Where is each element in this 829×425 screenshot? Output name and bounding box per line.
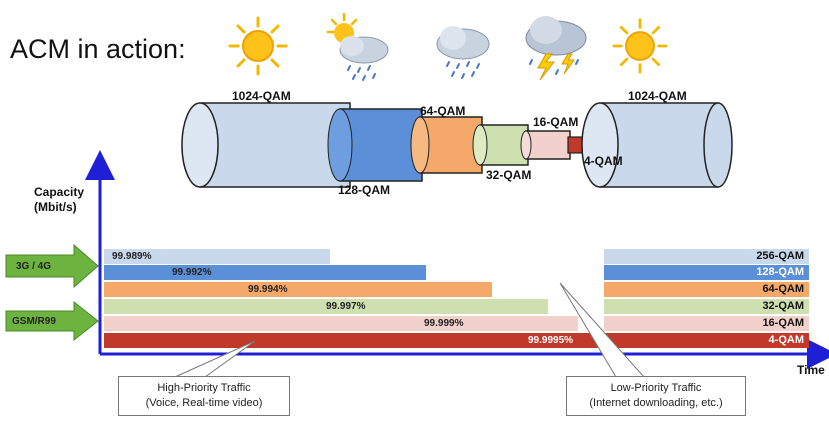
callout-low-priority: Low-Priority Traffic (Internet downloadi…	[566, 376, 746, 416]
sun-cloud-rain-icon	[326, 12, 389, 81]
band-256-qam-right	[604, 249, 809, 264]
input-arrow-gsm-r99	[5, 300, 99, 342]
storm-cloud-icon	[525, 16, 587, 81]
band-16-qam-right	[604, 316, 809, 331]
page-title: ACM in action:	[10, 34, 186, 64]
tier-label-128-qam: 128-QAM	[756, 266, 804, 278]
band-32-qam-left	[104, 299, 548, 314]
input-arrow-3g-4g	[5, 243, 99, 289]
tier-label-256-qam: 256-QAM	[756, 250, 804, 262]
cylinder-label-16: 16-QAM	[533, 115, 579, 129]
band-64-qam-left	[104, 282, 492, 297]
tier-label-32-qam: 32-QAM	[762, 300, 804, 312]
callout-high-priority-line1: High-Priority Traffic	[157, 382, 251, 394]
x-axis-label: Time	[797, 363, 825, 377]
tier-label-4-qam: 4-QAM	[768, 334, 804, 346]
input-label-3g-4g: 3G / 4G	[16, 261, 52, 272]
callout-high-priority: High-Priority Traffic (Voice, Real-time …	[118, 376, 290, 416]
input-label-gsm-r99: GSM/R99	[12, 316, 56, 327]
callout-low-priority-line1: Low-Priority Traffic	[610, 382, 702, 394]
callout-high-priority-line2: (Voice, Real-time video)	[145, 397, 263, 409]
cylinder-16-qam	[520, 130, 571, 160]
cloud-rain-icon	[436, 26, 490, 79]
availability-64-qam: 99.994%	[248, 284, 288, 295]
cylinder-label-64: 64-QAM	[420, 104, 466, 118]
cylinder-1024-qam-left	[181, 102, 351, 188]
tier-label-16-qam: 16-QAM	[762, 317, 804, 329]
availability-4-qam: 99.9995%	[528, 335, 574, 346]
availability-256-qam: 99.989%	[112, 251, 152, 262]
cylinder-1024-qam-right	[581, 102, 733, 188]
band-128-qam-left	[104, 265, 426, 280]
availability-128-qam: 99.992%	[172, 267, 212, 278]
band-128-qam-right	[604, 265, 809, 280]
sun-icon	[612, 18, 668, 74]
cylinder-label-32: 32-QAM	[486, 168, 532, 182]
y-axis-label-line2: (Mbit/s)	[34, 200, 77, 214]
cylinder-label-1024-left: 1024-QAM	[232, 89, 291, 103]
callout-low-priority-line2: (Internet downloading, etc.)	[589, 397, 723, 409]
cylinder-label-128: 128-QAM	[338, 183, 391, 197]
cylinder-pipeline	[181, 102, 733, 188]
sun-icon	[228, 16, 288, 76]
band-4-qam-left	[104, 333, 604, 348]
cylinder-32-qam	[472, 124, 529, 166]
band-32-qam-right	[604, 299, 809, 314]
tier-label-64-qam: 64-QAM	[762, 283, 804, 295]
y-axis-label: Capacity (Mbit/s)	[34, 185, 84, 215]
cylinder-64-qam	[410, 116, 483, 174]
band-256-qam-left	[104, 249, 330, 264]
y-axis-label-line1: Capacity	[34, 185, 85, 199]
availability-16-qam: 99.999%	[424, 318, 464, 329]
band-16-qam-left	[104, 316, 578, 331]
cylinder-label-4: 4-QAM	[584, 154, 623, 168]
band-4-qam-right	[604, 333, 809, 348]
cylinder-label-1024-right: 1024-QAM	[628, 89, 687, 103]
band-64-qam-right	[604, 282, 809, 297]
availability-32-qam: 99.997%	[326, 301, 366, 312]
